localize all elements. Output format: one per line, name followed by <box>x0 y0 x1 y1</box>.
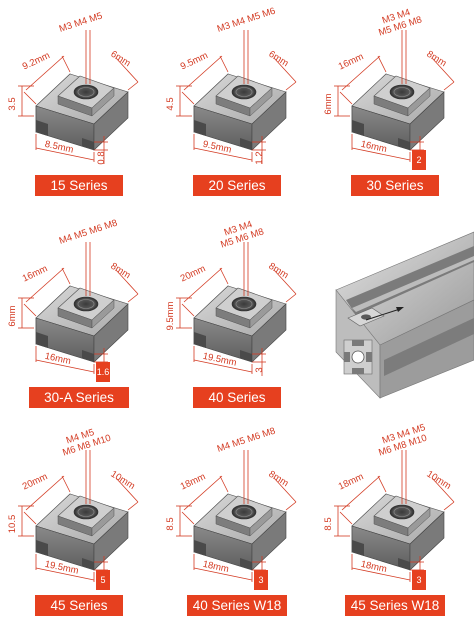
depth-label: 18mm <box>360 559 388 575</box>
series-badge <box>35 595 123 616</box>
dimension-lines <box>334 30 455 164</box>
width-label: 8mm <box>425 49 449 70</box>
length-label: 16mm <box>337 51 366 72</box>
tnut-body <box>351 493 445 571</box>
height-label: 10.5 <box>7 515 18 534</box>
height-label: 3.5 <box>7 97 18 110</box>
series-badge <box>187 595 287 616</box>
series-label: 45 Series W18 <box>351 598 440 613</box>
tnut-body <box>35 73 129 151</box>
width-label: 6mm <box>267 49 291 70</box>
series-label: 40 Series W18 <box>193 598 282 613</box>
length-label: 16mm <box>21 263 50 284</box>
series-badge <box>351 175 439 196</box>
extra-dimension-badge <box>254 570 268 590</box>
extra-dimension-badge <box>96 570 110 590</box>
series-badge <box>35 175 123 196</box>
thread-hole-icon <box>73 296 99 312</box>
width-label: 8mm <box>109 261 133 282</box>
height-label: 8.5 <box>165 517 176 530</box>
series-badge <box>29 387 129 408</box>
series-badge <box>193 175 281 196</box>
extra-dimension-label: 1.6 <box>97 367 110 377</box>
series-label: 30 Series <box>366 178 423 193</box>
thread-sizes-label: M4 M5 M6 M8 <box>216 426 277 455</box>
thread-hole-icon <box>73 504 99 520</box>
thread-sizes-label: M3 M4 M5 M6 <box>216 6 277 35</box>
thread-hole-icon <box>231 296 257 312</box>
height-label: 8.5 <box>323 517 334 530</box>
extra-dimension-badge <box>96 362 110 382</box>
tnut-body <box>351 73 445 151</box>
thread-sizes-label: M4 M5 M6 M8 <box>58 218 119 247</box>
depth-label: 18mm <box>202 559 230 575</box>
width-label: 10mm <box>109 469 137 492</box>
length-label: 18mm <box>179 471 208 492</box>
tnut-body <box>193 285 287 363</box>
thread-hole-icon <box>231 504 257 520</box>
height-label: 6mm <box>7 305 18 326</box>
thread-hole-icon <box>231 84 257 100</box>
length-label: 9.2mm <box>21 50 52 72</box>
series-label: 40 Series <box>208 390 265 405</box>
extra-dimension-label: 0.8 <box>96 151 107 164</box>
thread-sizes-label: M3 M4 M5 <box>58 11 104 35</box>
height-label: 6mm <box>323 93 334 114</box>
dimension-lines <box>176 30 297 164</box>
series-badge <box>345 595 445 616</box>
depth-label: 16mm <box>360 139 388 155</box>
dimension-lines <box>176 242 297 376</box>
extra-dimension-label: 3 <box>254 367 265 372</box>
extra-dimension-badge <box>412 150 426 170</box>
series-label: 15 Series <box>50 178 107 193</box>
thread-hole-icon <box>389 504 415 520</box>
dimension-lines <box>334 450 455 584</box>
width-label: 6mm <box>109 49 133 70</box>
tnut-body <box>193 493 287 571</box>
width-label: 10mm <box>425 469 453 492</box>
height-label: 4.5 <box>165 97 176 110</box>
length-label: 18mm <box>337 471 366 492</box>
thread-hole-icon <box>73 84 99 100</box>
extra-dimension-label: 5 <box>100 575 105 585</box>
tnut-cell: M4 M5 M6 M8 18mm 8mm 8.5 18mm 3 40 Series W18 <box>165 426 297 616</box>
length-label: 20mm <box>21 471 50 492</box>
tnut-body <box>35 285 129 363</box>
width-label: 8mm <box>267 261 291 282</box>
tnut-body <box>35 493 129 571</box>
dimension-lines <box>18 450 139 584</box>
dimension-lines <box>18 30 139 164</box>
extra-dimension-label: 2 <box>416 155 421 165</box>
depth-label: 16mm <box>44 351 72 367</box>
height-label: 9.5mm <box>165 301 176 330</box>
width-label: 8mm <box>267 469 291 490</box>
series-label: 20 Series <box>208 178 265 193</box>
extra-dimension-label: 3 <box>416 575 421 585</box>
series-label: 30-A Series <box>44 390 114 405</box>
thread-hole-icon <box>389 84 415 100</box>
aluminum-extrusion-illustration <box>335 231 474 399</box>
extra-dimension-label: 1.2 <box>254 151 265 164</box>
extra-dimension-badge <box>412 570 426 590</box>
series-badge <box>193 387 281 408</box>
dimension-lines <box>18 242 139 376</box>
tnut-body <box>193 73 287 151</box>
length-label: 9.5mm <box>179 50 210 72</box>
series-label: 45 Series <box>50 598 107 613</box>
extra-dimension-label: 3 <box>258 575 263 585</box>
length-label: 20mm <box>179 263 208 284</box>
tnut-cell: M4 M5 M6 M8 16mm 8mm 6mm 16mm 1.6 30-A Series <box>7 218 139 408</box>
